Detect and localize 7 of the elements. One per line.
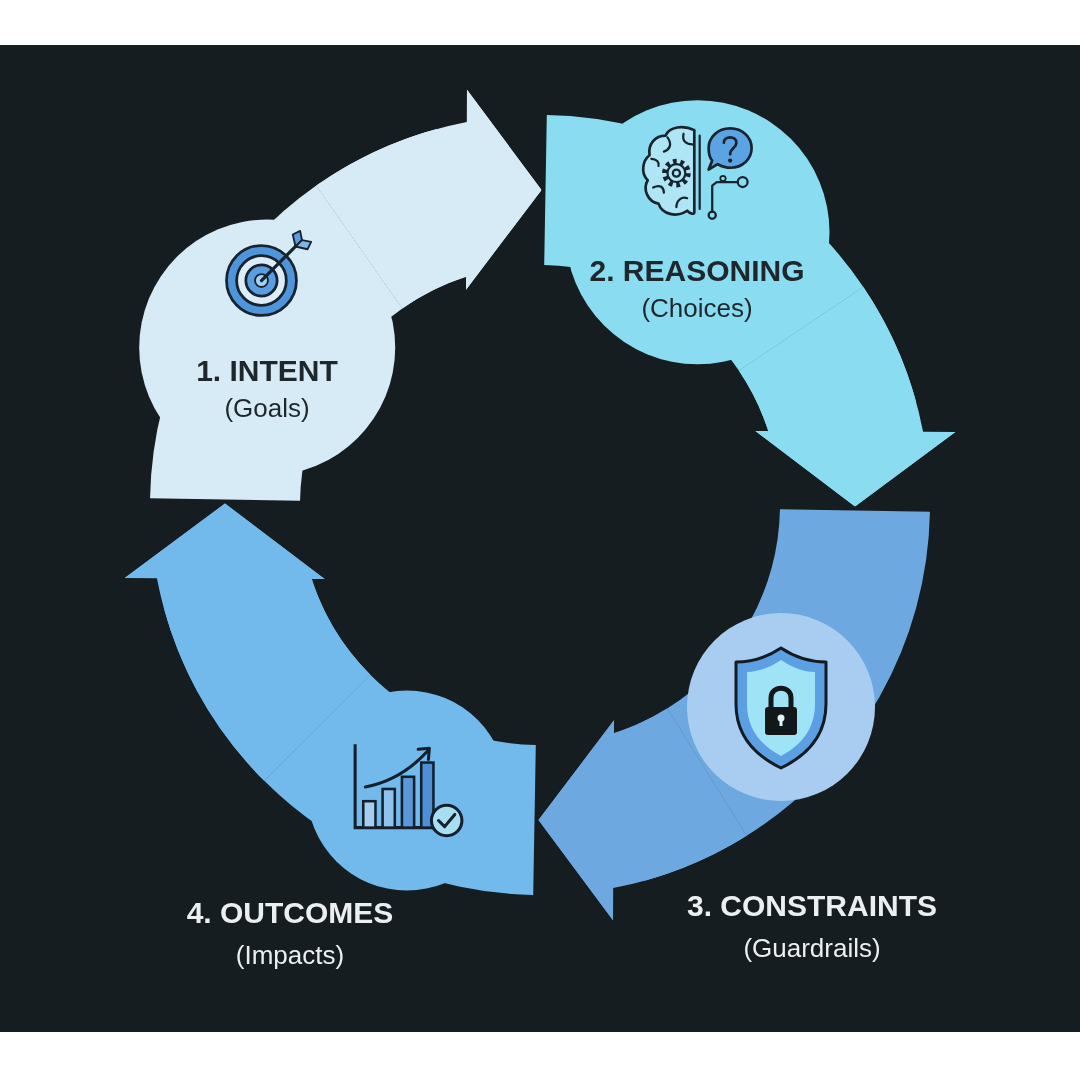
- step-title: 1. INTENT: [196, 353, 338, 387]
- step-title: 4. OUTCOMES: [186, 895, 394, 929]
- step-subtitle: (Goals): [224, 393, 310, 423]
- step-title: 2. REASONING: [589, 253, 805, 287]
- step-subtitle: (Choices): [641, 293, 753, 323]
- step-subtitle: (Impacts): [235, 940, 345, 970]
- step-subtitle: (Guardrails): [743, 933, 881, 963]
